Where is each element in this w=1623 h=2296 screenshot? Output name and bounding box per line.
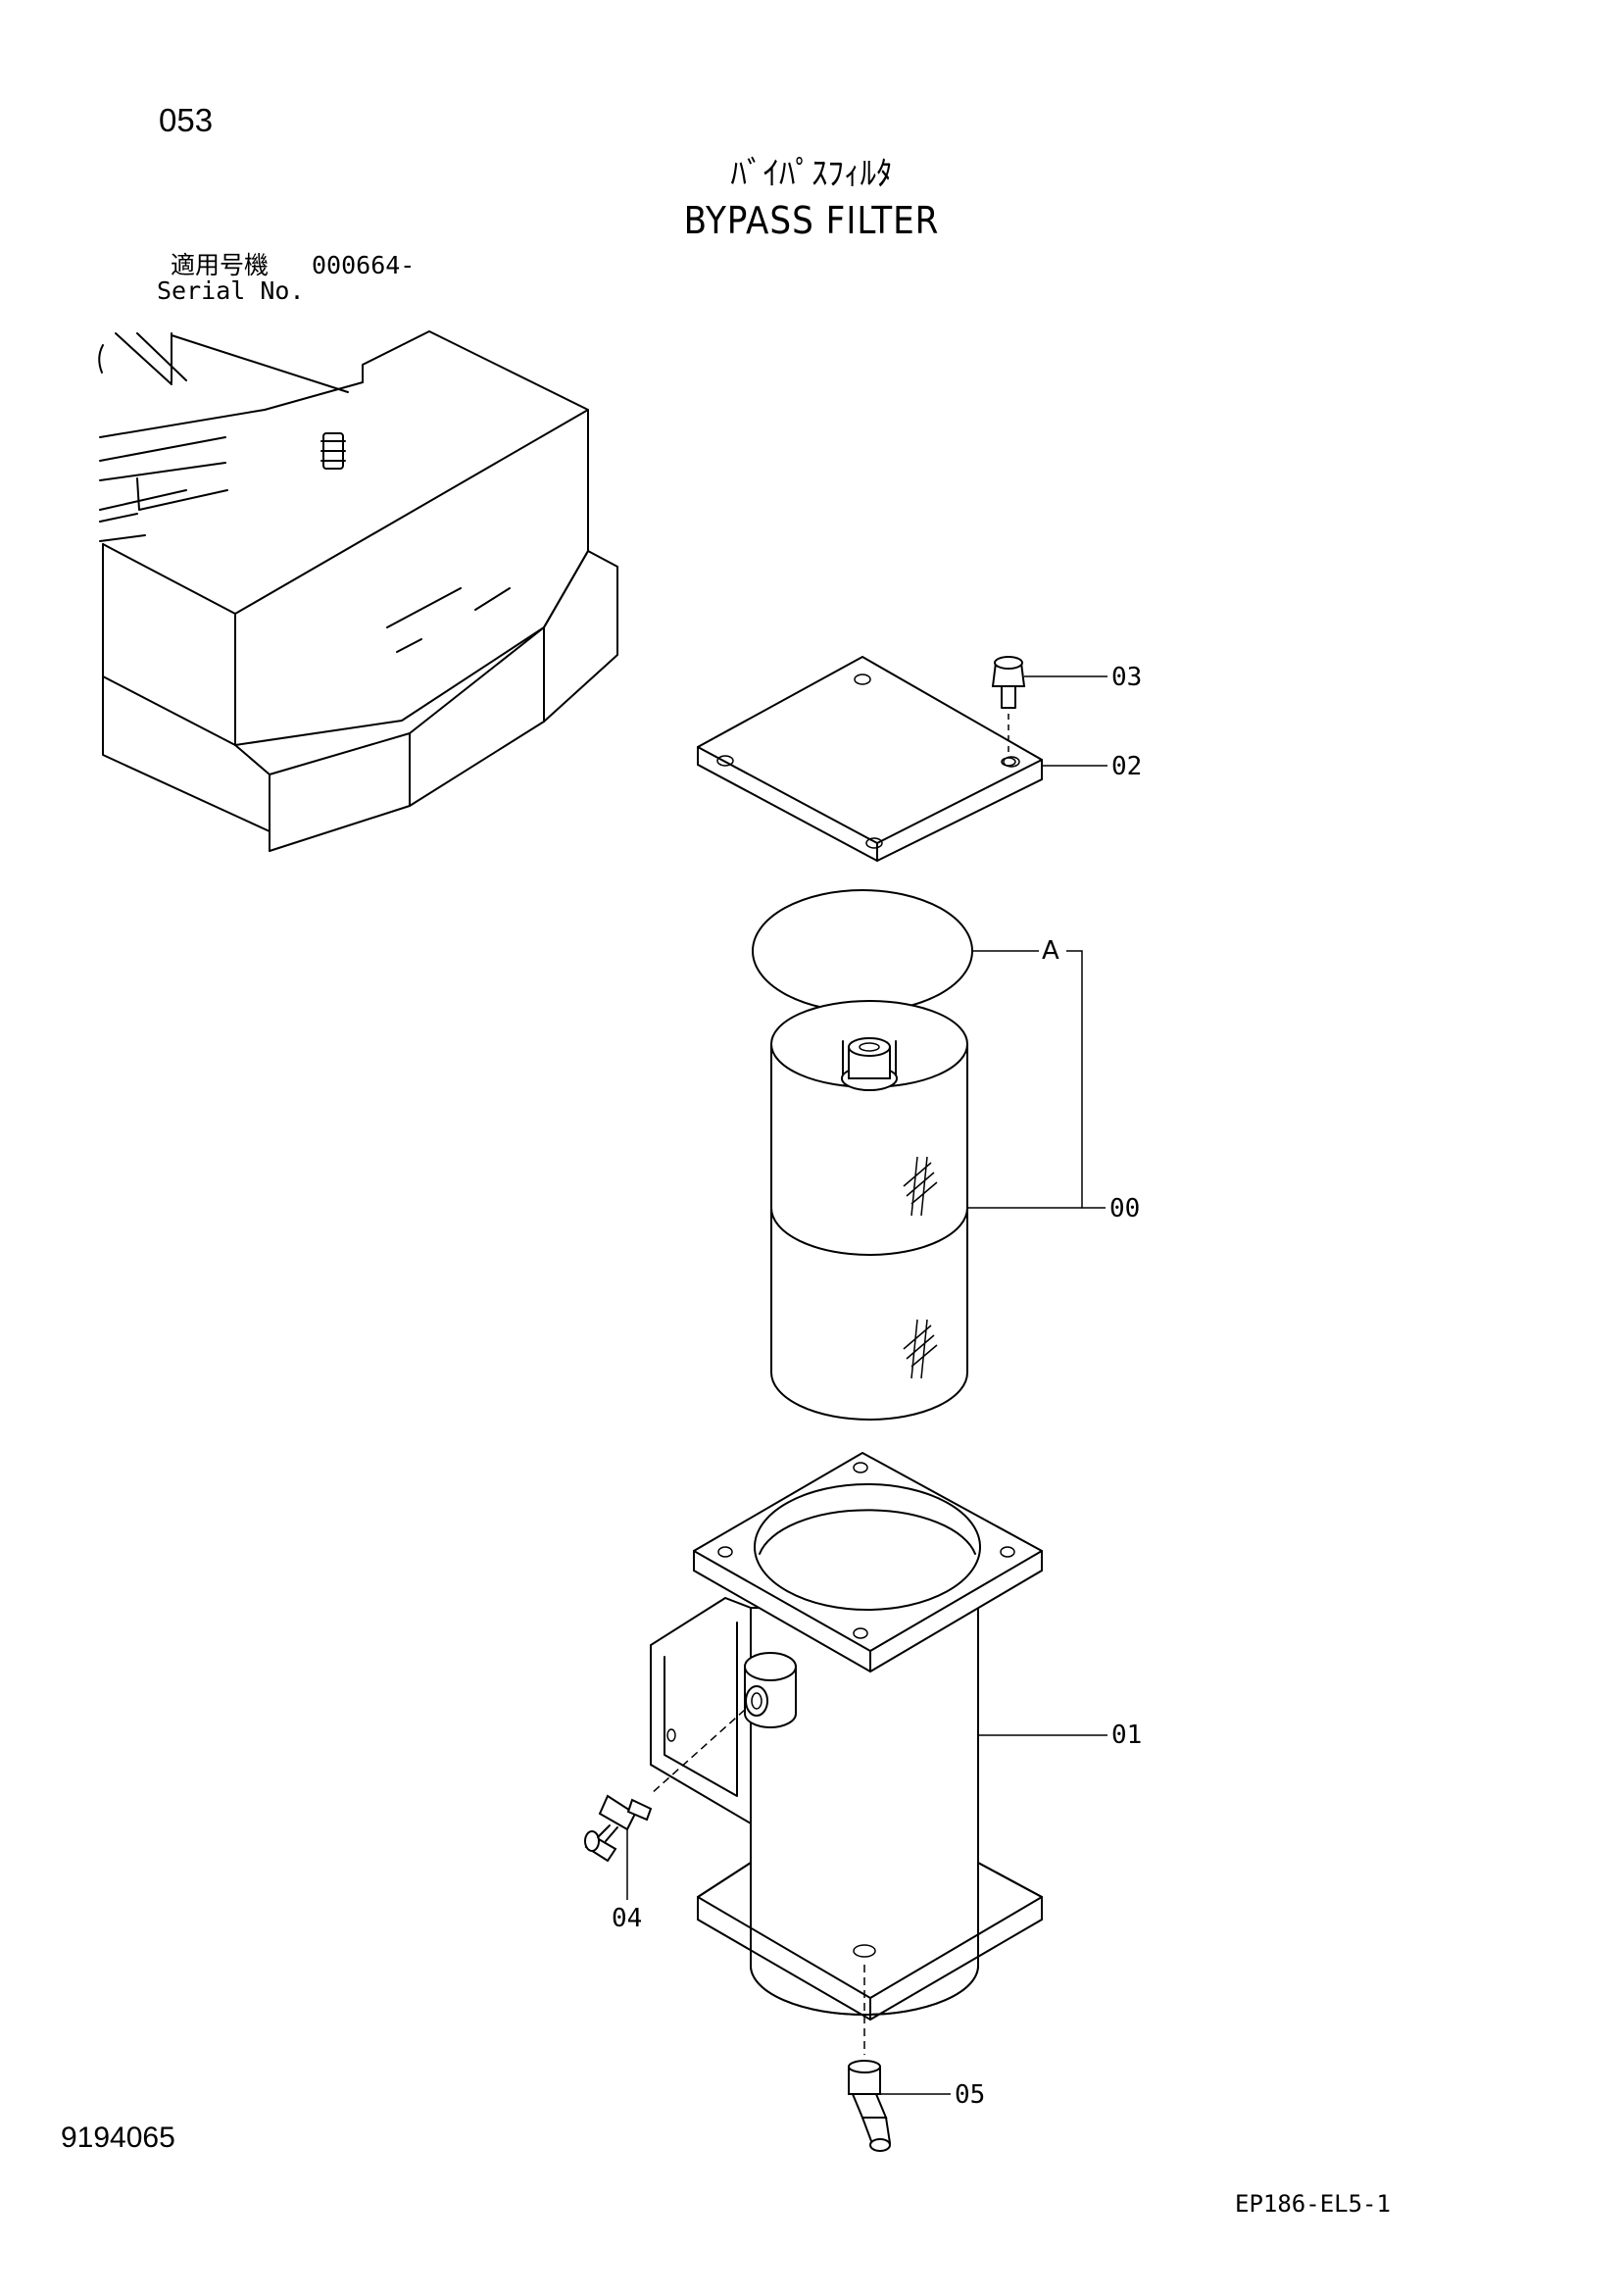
part-01-filter-housing xyxy=(650,1451,1043,2021)
part-05-drain-fitting xyxy=(848,1965,892,2152)
callout-leaders xyxy=(626,675,1107,2095)
page-number: 053 xyxy=(159,102,214,138)
part-A-gasket xyxy=(752,889,973,1013)
callout-04: 04 xyxy=(612,1904,643,1933)
part-03-bolt xyxy=(991,656,1026,767)
serial-number-value: 000664- xyxy=(312,251,416,279)
callout-A: A xyxy=(1042,936,1059,966)
figure-code: EP186-EL5-1 xyxy=(1235,2190,1391,2218)
document-number: 9194065 xyxy=(61,2121,175,2154)
serial-label: Serial No. xyxy=(157,276,305,305)
machine-location-view xyxy=(98,330,618,852)
callout-05: 05 xyxy=(955,2080,986,2110)
callout-03: 03 xyxy=(1111,663,1143,692)
callout-01: 01 xyxy=(1111,1721,1143,1750)
page-title: BYPASS FILTER xyxy=(683,199,940,242)
part-00-filter-element xyxy=(770,1000,968,1421)
part-02-cover-plate xyxy=(697,655,1043,863)
title-japanese: ﾊﾞｲﾊﾟｽﾌｨﾙﾀ xyxy=(730,154,893,192)
serial-label-japanese: 適用号機 xyxy=(171,251,270,279)
callout-00: 00 xyxy=(1109,1194,1141,1223)
callout-02: 02 xyxy=(1111,752,1143,781)
